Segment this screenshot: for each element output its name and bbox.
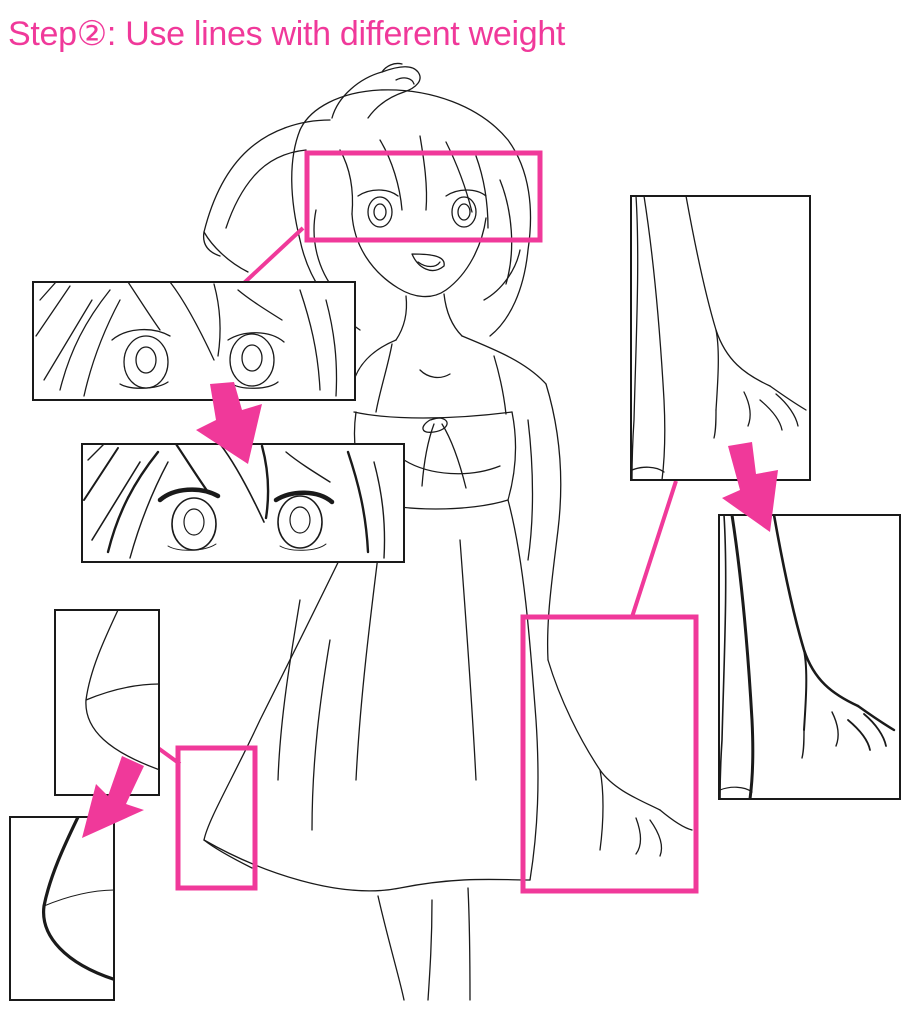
highlight-box-hem bbox=[175, 745, 258, 891]
highlight-box-arm bbox=[520, 614, 699, 894]
highlight-box-eyes bbox=[304, 150, 543, 243]
panel-hem-before bbox=[54, 609, 160, 796]
panel-arm-before bbox=[630, 195, 811, 481]
panel-eyes-after bbox=[81, 443, 405, 563]
panel-hem-after bbox=[9, 816, 115, 1001]
panel-eyes-before bbox=[32, 281, 356, 401]
panel-arm-after bbox=[718, 514, 901, 800]
arrow-eyes-icon bbox=[196, 382, 262, 464]
highlight-boxes bbox=[175, 150, 699, 894]
arrow-hem-icon bbox=[82, 756, 144, 838]
page-title: Step②: Use lines with different weight bbox=[8, 15, 566, 53]
arrows bbox=[82, 382, 778, 838]
arrow-arm-icon bbox=[722, 442, 778, 532]
